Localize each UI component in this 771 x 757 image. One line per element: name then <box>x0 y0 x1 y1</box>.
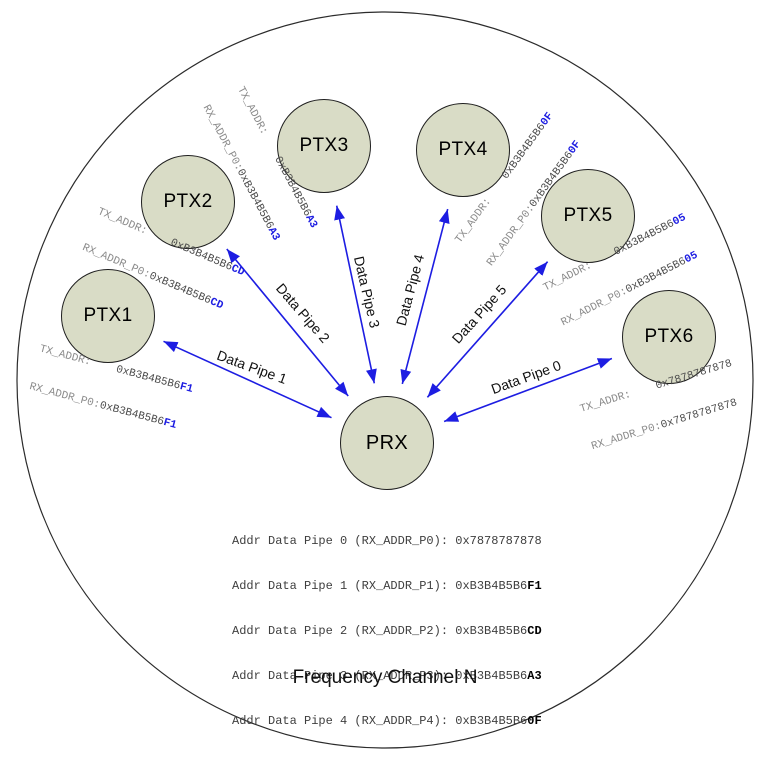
rx-addr-prefix: RX_ADDR_P0: <box>484 202 538 269</box>
node-label: PTX4 <box>438 139 488 160</box>
addr-value: 0xB3B4B5B6 <box>527 149 577 211</box>
tx-addr-prefix: TX_ADDR: <box>38 343 118 376</box>
node-ptx6: PTX6 <box>622 290 716 384</box>
rx-addr-prefix: RX_ADDR_P0: <box>590 420 664 454</box>
addr-value: 0xB3B4B5B6 <box>499 121 549 182</box>
node-ptx5: PTX5 <box>541 169 635 263</box>
row-text: Addr Data Pipe 2 (RX_ADDR_P2): 0xB3B4B5B… <box>232 624 528 638</box>
rx-addr-prefix: RX_ADDR_P0: <box>559 285 630 330</box>
prx-address-table: Addr Data Pipe 0 (RX_ADDR_P0): 0x7878787… <box>232 504 542 757</box>
pipe-arrow-3 <box>334 205 377 384</box>
row-suffix: A3 <box>527 669 542 683</box>
table-row: Addr Data Pipe 3 (RX_ADDR_P3): 0xB3B4B5B… <box>232 669 542 684</box>
rx-addr-prefix: RX_ADDR_P0: <box>199 103 245 173</box>
frequency-channel-label: Frequency Channel N <box>292 667 478 688</box>
node-label: PTX1 <box>83 305 133 326</box>
row-suffix: 0F <box>527 714 542 728</box>
node-ptx1: PTX1 <box>61 269 155 363</box>
addr-value: 0xB3B4B5B6 <box>624 255 689 297</box>
addr-value: 0xB3B4B5B6 <box>612 217 677 259</box>
node-ptx4: PTX4 <box>416 103 510 197</box>
addr-value: 0xB3B4B5B6 <box>98 399 166 429</box>
row-text: Addr Data Pipe 1 (RX_ADDR_P1): 0xB3B4B5B… <box>232 579 528 593</box>
addr-suffix: F1 <box>161 416 178 432</box>
row-text: Addr Data Pipe 3 (RX_ADDR_P3): 0xB3B4B5B… <box>232 669 528 683</box>
addr-value: 0xB3B4B5B6 <box>114 363 182 393</box>
frequency-channel-circle <box>16 11 754 749</box>
node-label: PTX3 <box>299 135 349 156</box>
node-ptx2: PTX2 <box>141 155 235 249</box>
addr-value: 0x7878787878 <box>659 397 739 432</box>
pipe-arrow-4 <box>400 208 450 385</box>
node-label: PTX5 <box>563 205 613 226</box>
rx-addr-prefix: RX_ADDR_P0: <box>28 381 102 412</box>
row-suffix: F1 <box>527 579 542 593</box>
addr-value: 0x7878787878 <box>654 357 734 393</box>
addr-value: 0xB3B4B5B6 <box>147 270 213 308</box>
row-suffix: CD <box>527 624 542 638</box>
addr-value: 0xB3B4B5B6 <box>271 154 313 219</box>
table-row: Addr Data Pipe 1 (RX_ADDR_P1): 0xB3B4B5B… <box>232 579 542 594</box>
pipe-arrow-2 <box>226 248 349 397</box>
row-text: Addr Data Pipe 4 (RX_ADDR_P4): 0xB3B4B5B… <box>232 714 528 728</box>
node-ptx3: PTX3 <box>277 99 371 193</box>
table-row: Addr Data Pipe 4 (RX_ADDR_P4): 0xB3B4B5B… <box>232 714 542 729</box>
tx-addr-prefix: TX_ADDR: <box>453 174 510 246</box>
node-label: PRX <box>365 431 409 454</box>
node-prx: PRX <box>340 396 434 490</box>
tx-addr-prefix: TX_ADDR: <box>541 247 618 295</box>
node-label: PTX6 <box>644 326 694 347</box>
table-row: Addr Data Pipe 0 (RX_ADDR_P0): 0x7878787… <box>232 534 542 549</box>
table-row: Addr Data Pipe 2 (RX_ADDR_P2): 0xB3B4B5B… <box>232 624 542 639</box>
addr-value: 0xB3B4B5B6 <box>168 237 234 274</box>
addr-suffix: CD <box>207 296 225 313</box>
tx-addr-prefix: TX_ADDR: <box>95 206 174 249</box>
node-label: PTX2 <box>163 191 213 212</box>
tx-addr-prefix: TX_ADDR: <box>578 381 658 416</box>
addr-value: 0xB3B4B5B6 <box>233 167 276 232</box>
row-text: Addr Data Pipe 0 (RX_ADDR_P0): 0x7878787… <box>232 534 542 548</box>
rx-addr-prefix: RX_ADDR_P0: <box>80 242 152 282</box>
tx-addr-prefix: TX_ADDR: <box>234 84 282 161</box>
pipe-arrow-0 <box>443 357 613 423</box>
